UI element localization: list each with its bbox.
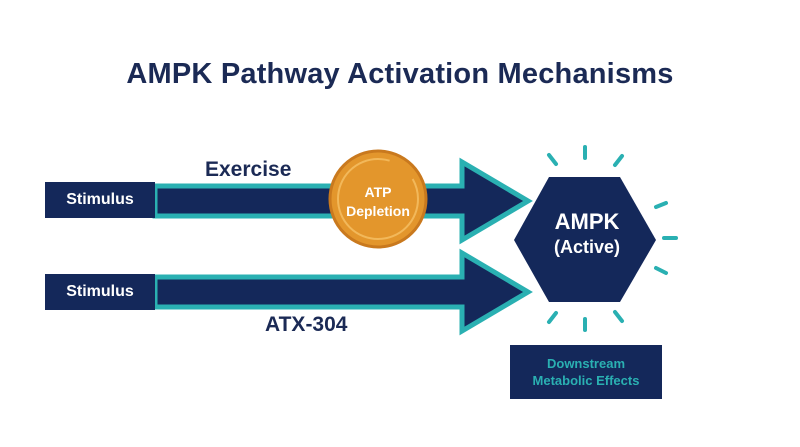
downstream-line1: Downstream <box>546 356 626 371</box>
stimulus-box-top: Stimulus <box>45 182 155 218</box>
activity-rays <box>547 145 678 332</box>
ray-bottom-right <box>613 310 624 323</box>
exercise-label: Exercise <box>205 158 292 181</box>
ampk-line2: (Active) <box>553 237 620 257</box>
stimulus-box-bottom: Stimulus <box>45 274 155 310</box>
downstream-line2: Metabolic Effects <box>532 373 640 388</box>
atp-line1: ATP <box>364 184 392 200</box>
ampk-line1: AMPK <box>554 209 620 234</box>
ray-bottom-left <box>547 311 558 324</box>
atx-304-label: ATX-304 <box>265 313 348 336</box>
atp-depletion-label: ATP Depletion <box>330 174 426 230</box>
page-title: AMPK Pathway Activation Mechanisms <box>126 58 674 90</box>
atp-inner-ring <box>337 158 419 240</box>
ampk-hexagon <box>514 177 656 302</box>
atp-depletion-circle <box>328 149 428 249</box>
ray-right-lower <box>654 266 668 275</box>
downstream-effects-box: Downstream Metabolic Effects <box>510 345 662 399</box>
ray-right-upper <box>654 201 668 209</box>
ray-top-right <box>613 154 624 167</box>
atp-line2: Depletion <box>346 203 410 219</box>
ray-top-left <box>547 153 558 166</box>
ampk-label: AMPK (Active) <box>512 208 662 259</box>
atx-arrow <box>152 248 533 336</box>
